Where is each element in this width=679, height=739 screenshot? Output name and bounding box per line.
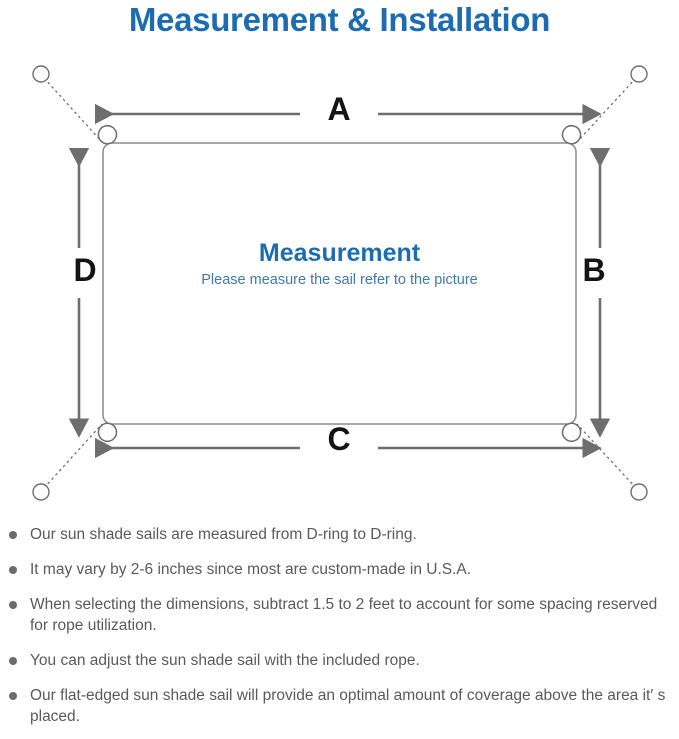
list-item: Our flat-edged sun shade sail will provi… (0, 685, 679, 727)
bullet-icon (9, 601, 17, 609)
anchor-point-top-left (32, 65, 50, 83)
bullet-icon (9, 692, 17, 700)
rope-top-right (576, 77, 637, 143)
bullet-icon (9, 566, 17, 574)
sail-body (102, 142, 577, 425)
note-text: You can adjust the sun shade sail with t… (30, 652, 420, 669)
note-text: Our flat-edged sun shade sail will provi… (30, 687, 666, 725)
notes-list: Our sun shade sails are measured from D-… (0, 524, 679, 727)
list-item: When selecting the dimensions, subtract … (0, 594, 679, 636)
rope-bottom-left (43, 423, 103, 489)
list-item: You can adjust the sun shade sail with t… (0, 650, 679, 671)
d-rings (97, 125, 582, 442)
note-text: When selecting the dimensions, subtract … (30, 596, 658, 634)
anchor-point-bottom-right (630, 483, 648, 501)
bullet-icon (9, 657, 17, 665)
note-text: It may vary by 2-6 inches since most are… (30, 561, 472, 578)
d-ring-bottom-left (97, 422, 118, 442)
dimension-label-c: C (327, 421, 351, 457)
list-item: It may vary by 2-6 inches since most are… (0, 559, 679, 580)
rope-top-left (43, 77, 103, 143)
rope-bottom-right (576, 423, 637, 489)
dimension-label-a: A (327, 91, 351, 127)
d-ring-top-left (97, 125, 118, 145)
note-text: Our sun shade sails are measured from D-… (30, 526, 417, 543)
anchor-point-bottom-left (32, 483, 50, 501)
anchor-point-top-right (630, 65, 648, 83)
diagram-svg (32, 65, 648, 501)
list-item: Our sun shade sails are measured from D-… (0, 524, 679, 545)
bullet-icon (9, 531, 17, 539)
d-ring-top-right (561, 125, 582, 145)
sail-measurement-diagram: A B C D Measurement Please measure the s… (0, 48, 679, 518)
dimension-label-b: B (582, 252, 606, 288)
dimension-label-d: D (73, 252, 97, 288)
anchor-points (32, 65, 648, 501)
page-title: Measurement & Installation (128, 1, 551, 38)
d-ring-bottom-right (561, 422, 582, 442)
